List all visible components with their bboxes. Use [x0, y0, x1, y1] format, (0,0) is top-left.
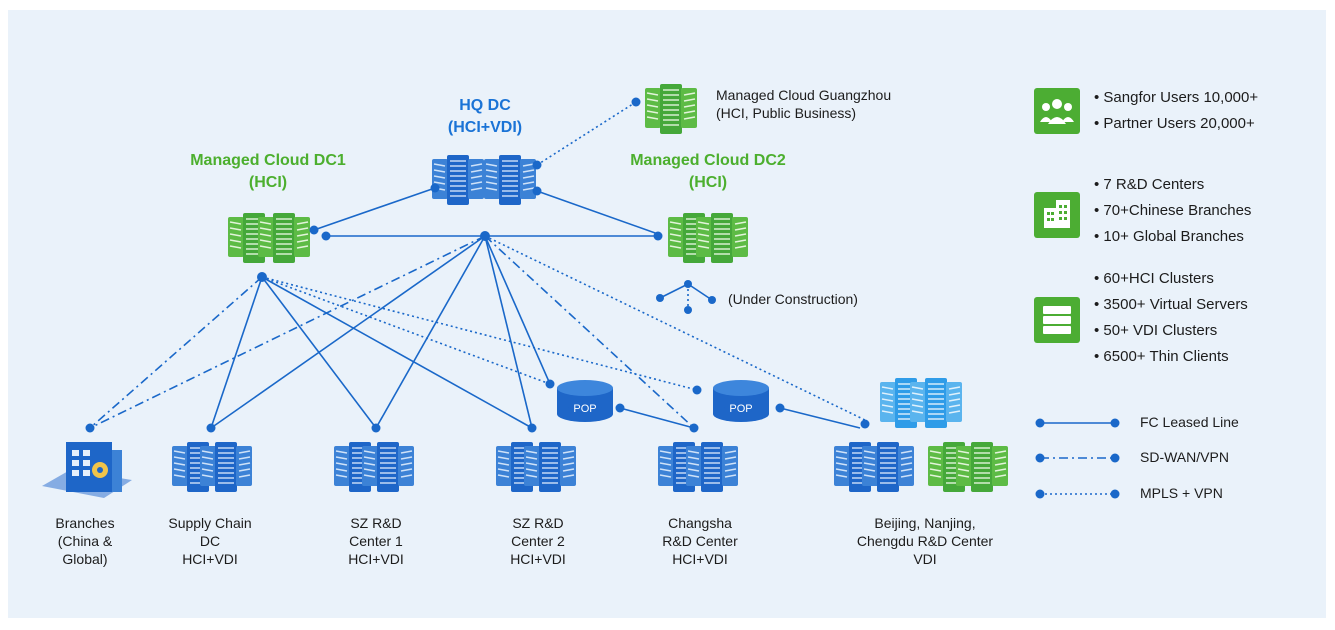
stats-clusters-list: • 60+HCI Clusters • 3500+ Virtual Server…	[1094, 266, 1324, 370]
beijing-label: Beijing, Nanjing, Chengdu R&D Center VDI	[830, 514, 1020, 568]
stat-item: • 6500+ Thin Clients	[1094, 348, 1229, 365]
sz2-server-icon-2	[523, 441, 577, 493]
legend-dots	[1035, 418, 1120, 499]
branch-building-icon	[42, 442, 132, 498]
construction-branch-b	[687, 283, 713, 301]
supply-chain-server-icon-2	[199, 441, 253, 493]
supply-chain-label-line1: Supply Chain	[168, 515, 252, 531]
pop1-label: POP	[573, 403, 596, 415]
link-pop2-beijing	[779, 407, 861, 429]
connection-lines	[89, 101, 866, 429]
link-hq-sz1	[375, 235, 486, 429]
construction-branch-a	[659, 283, 689, 299]
managed-cloud-dc2-title-text: Managed Cloud DC2	[630, 152, 786, 169]
stats-users-list: • Sangfor Users 10,000+ • Partner Users …	[1094, 85, 1324, 137]
sz1-server-icon-2	[361, 441, 415, 493]
managed-cloud-dc1-server-icon-2	[257, 212, 311, 264]
link-hq-sz2	[484, 235, 533, 429]
buildings-icon	[1034, 192, 1080, 238]
supply-chain-label-line3: HCI+VDI	[182, 551, 238, 567]
managed-cloud-dc2-server-icon-2	[695, 212, 749, 264]
stat-item: • 50+ VDI Clusters	[1094, 322, 1218, 339]
under-construction-label: (Under Construction)	[728, 291, 858, 307]
link-mc1-supply	[210, 276, 263, 429]
hq-dc-title: HQ DC (HCI+VDI)	[430, 95, 540, 139]
hq-dc-subtitle: (HCI+VDI)	[447, 119, 523, 136]
link-mc1-sz2	[261, 276, 533, 429]
sz2-label-line3: HCI+VDI	[510, 551, 566, 567]
managed-cloud-dc2-subtitle: (HCI)	[688, 174, 728, 191]
link-hq-supply	[210, 235, 486, 429]
sz1-label-line3: HCI+VDI	[348, 551, 404, 567]
stat-item: • 10+ Global Branches	[1094, 228, 1244, 245]
sz1-label: SZ R&D Center 1 HCI+VDI	[316, 514, 436, 568]
stat-item: • Partner Users 20,000+	[1094, 115, 1255, 132]
hq-dc-server-icon-2	[483, 154, 537, 206]
link-hq-changsha	[484, 235, 695, 429]
guangzhou-label-line1: Managed Cloud Guangzhou	[716, 87, 892, 103]
pop2-node: POP	[713, 380, 769, 422]
beijing-label-line3: VDI	[913, 551, 937, 567]
link-pop1-changsha	[619, 407, 695, 429]
supply-chain-label-line2: DC	[199, 533, 221, 549]
fc-leased-lines	[210, 187, 861, 429]
changsha-label-line3: HCI+VDI	[672, 551, 728, 567]
changsha-server-icon-2	[685, 441, 739, 493]
supply-chain-label: Supply Chain DC HCI+VDI	[150, 514, 270, 568]
guangzhou-label-line2: (HCI, Public Business)	[716, 105, 857, 121]
managed-cloud-dc1-subtitle: (HCI)	[248, 174, 288, 191]
legend-mpls-label: MPLS + VPN	[1140, 485, 1223, 501]
managed-cloud-dc2-title: Managed Cloud DC2 (HCI)	[608, 150, 808, 194]
stats-centers-list: • 7 R&D Centers • 70+Chinese Branches • …	[1094, 172, 1324, 250]
stat-item: • 3500+ Virtual Servers	[1094, 296, 1248, 313]
link-hq-branches	[89, 235, 486, 429]
beijing-label-line1: Beijing, Nanjing,	[874, 515, 976, 531]
hq-dc-server-icon	[431, 154, 485, 206]
link-hq-mc2	[536, 190, 659, 235]
link-hq-pop1	[484, 235, 551, 385]
beijing-server-icon-2	[861, 441, 915, 493]
sz2-label: SZ R&D Center 2 HCI+VDI	[478, 514, 598, 568]
legend-sdwan-label: SD-WAN/VPN	[1140, 449, 1229, 465]
sdwan-lines	[89, 235, 695, 429]
sz1-label-line1: SZ R&D	[350, 515, 402, 531]
link-mc1-hq	[313, 187, 436, 231]
link-hq-beijing	[484, 235, 866, 421]
server-stack-icon	[1034, 297, 1080, 343]
branches-label: Branches (China & Global)	[30, 514, 140, 568]
stat-item: • Sangfor Users 10,000+	[1094, 89, 1259, 106]
managed-cloud-dc1-title: Managed Cloud DC1 (HCI)	[168, 150, 368, 194]
link-mc1-pop2	[261, 276, 698, 391]
pop1-node: POP	[557, 380, 613, 422]
branches-label-line1: Branches	[55, 515, 115, 531]
branches-label-line2: (China &	[57, 533, 113, 549]
stat-item: • 70+Chinese Branches	[1094, 202, 1252, 219]
changsha-label-line1: Changsha	[668, 515, 732, 531]
link-mc1-branches	[89, 276, 263, 429]
changsha-label: Changsha R&D Center HCI+VDI	[640, 514, 760, 568]
sz2-label-line2: Center 2	[511, 533, 565, 549]
beijing-vdi-server-icon-2	[909, 377, 963, 429]
guangzhou-label: Managed Cloud Guangzhou (HCI, Public Bus…	[716, 86, 946, 122]
stat-item: • 60+HCI Clusters	[1094, 270, 1214, 287]
legend-fc-label: FC Leased Line	[1140, 414, 1239, 430]
users-icon	[1034, 88, 1080, 134]
beijing-green-server-icon-2	[955, 441, 1009, 493]
sz2-label-line1: SZ R&D	[512, 515, 564, 531]
branches-label-line3: Global)	[62, 551, 108, 567]
junction-dots	[85, 97, 870, 433]
beijing-label-line2: Chengdu R&D Center	[856, 533, 994, 549]
mpls-lines	[261, 101, 866, 421]
pop2-label: POP	[729, 403, 752, 415]
stat-item: • 7 R&D Centers	[1094, 176, 1205, 193]
sz1-label-line2: Center 1	[349, 533, 403, 549]
changsha-label-line2: R&D Center	[662, 533, 738, 549]
legend-lines	[1040, 422, 1115, 495]
guangzhou-server-icon	[644, 83, 698, 135]
link-mc1-pop1	[261, 276, 551, 385]
hq-dc-title-text: HQ DC	[459, 97, 511, 114]
managed-cloud-dc1-title-text: Managed Cloud DC1	[190, 152, 346, 169]
